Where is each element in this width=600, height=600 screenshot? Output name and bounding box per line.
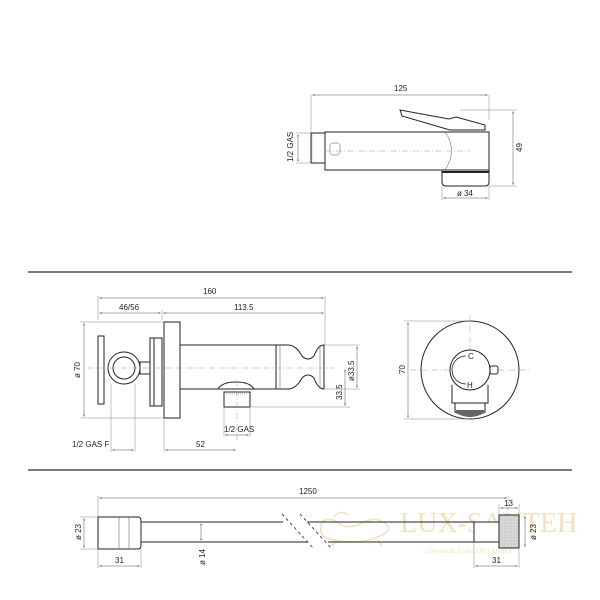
cold-label: C xyxy=(468,352,474,361)
dim-hose-length: 1250 xyxy=(299,487,317,496)
valve-front-view: C H 70 xyxy=(398,315,530,425)
dim-front-flange-height: 70 xyxy=(398,365,407,374)
brand-badge-icon xyxy=(329,142,341,156)
watermark-tagline: ЕВРОПЕЙСКАЯ САНТЕХНИКА xyxy=(426,547,513,555)
hot-label: H xyxy=(467,381,473,390)
dim-hose-nut-length-right: 31 xyxy=(492,556,501,565)
bathtub-logo-icon xyxy=(319,511,390,547)
dim-valve-outlet-offset: 33.5 xyxy=(335,384,344,400)
handshower-view: 125 1/2 GAS 49 ø 34 xyxy=(286,84,524,200)
dim-hose-nut-width-right: 13 xyxy=(504,499,513,508)
dim-valve-holder-diameter: ø33.5 xyxy=(347,360,356,381)
dim-hose-nut-diameter-right: ø 23 xyxy=(529,523,538,540)
dim-valve-outlet-thread: 1/2 GAS xyxy=(224,425,254,434)
dim-handshower-thread: 1/2 GAS xyxy=(286,132,295,162)
dim-handshower-height: 49 xyxy=(515,143,524,152)
watermark: LUX-SANTEH ЕВРОПЕЙСКАЯ САНТЕХНИКА xyxy=(319,508,577,555)
dim-valve-total-length: 160 xyxy=(203,287,217,296)
dim-hose-nut-diameter-left: ø 23 xyxy=(74,523,83,540)
dim-handshower-head-diameter: ø 34 xyxy=(457,189,474,198)
dim-valve-flange-diameter: ø 70 xyxy=(73,361,82,378)
dim-valve-inlet-thread: 1/2 GAS F xyxy=(72,440,109,449)
dim-hose-nut-length-left: 31 xyxy=(115,556,124,565)
hose-view: 1250 ø 23 31 ø 14 13 xyxy=(74,487,538,568)
dim-valve-wall-depth: 46/56 xyxy=(119,303,140,312)
dim-hose-diameter: ø 14 xyxy=(198,548,207,565)
valve-side-view: 160 46/56 113.5 ø 70 ø33.5 xyxy=(72,287,360,452)
dim-handshower-length: 125 xyxy=(394,84,408,93)
section-divider xyxy=(28,271,572,273)
section-divider xyxy=(28,469,572,471)
dim-valve-body-length: 113.5 xyxy=(234,303,254,312)
dim-valve-outlet-distance: 52 xyxy=(196,440,205,449)
